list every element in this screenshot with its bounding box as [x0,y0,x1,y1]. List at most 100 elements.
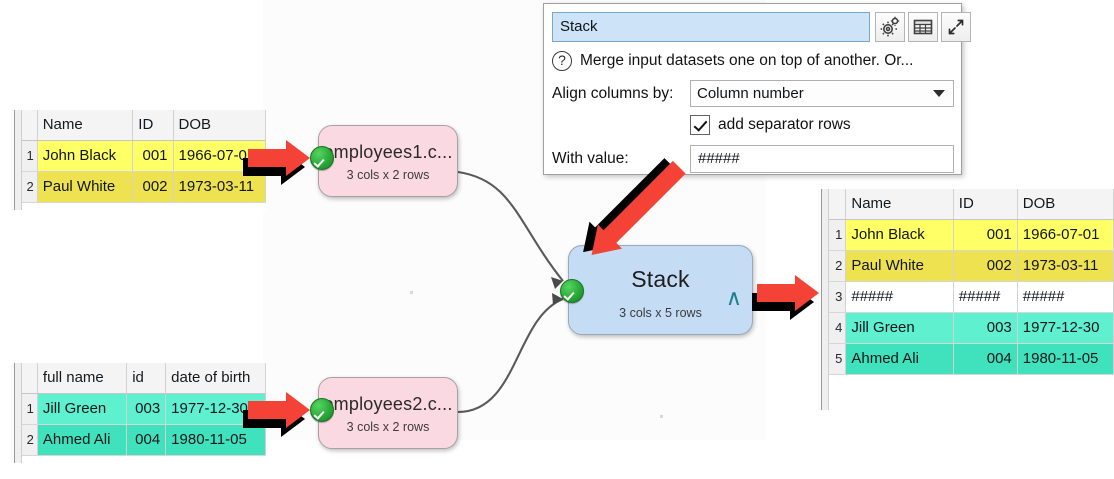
cell-name[interactable]: Paul White [845,250,954,282]
cell-dob[interactable]: 1977-12-30 [1017,312,1114,344]
table-row: 5 Ahmed Ali 004 1980-11-05 [829,343,1114,375]
gear-icon[interactable] [875,12,905,42]
cell-dob[interactable]: 1980-11-05 [1017,343,1114,375]
column-header-id[interactable]: ID [953,189,1018,220]
node-subtitle: 3 cols x 5 rows [619,306,702,320]
status-ok-icon-employees1 [310,146,334,170]
column-header-dob[interactable]: DOB [173,110,267,141]
panel-hint-text: Merge input datasets one on top of anoth… [580,52,914,69]
node-stack[interactable]: Stack 3 cols x 5 rows ∧ [568,245,753,335]
column-header-id[interactable]: id [126,363,167,394]
column-header-full-name[interactable]: full name [37,363,128,394]
table-left-divider [11,110,22,210]
node-employees2[interactable]: employees2.c... 3 cols x 2 rows [318,377,458,449]
table-row: 4 Jill Green 003 1977-12-30 [829,312,1114,344]
cell-name[interactable]: John Black [845,219,954,251]
corner-cell [22,110,38,141]
canvas-grid-dot [410,291,413,294]
cell-id[interactable]: 002 [132,171,174,203]
connector-layer [457,170,564,414]
output-table-stack[interactable]: Name ID DOB 1 John Black 001 1966-07-01 … [818,189,1114,410]
table-row: 3 ##### ##### ##### [829,281,1114,313]
column-header-name[interactable]: Name [845,189,954,220]
table-grid: full name id date of birth 1 Jill Green … [22,363,266,456]
expand-icon[interactable] [941,12,971,42]
cell-id[interactable]: 004 [126,424,167,456]
table-row: 1 Jill Green 003 1977-12-30 [22,393,266,425]
table-grid: Name ID DOB 1 John Black 001 1966-07-01 … [22,110,267,203]
align-columns-value: Column number [697,85,804,102]
node-employees1[interactable]: employees1.c... 3 cols x 2 rows [318,125,458,197]
item-name-input[interactable]: Stack [552,12,870,42]
table-grid: Name ID DOB 1 John Black 001 1966-07-01 … [829,189,1114,375]
node-title: employees1.c... [323,142,453,162]
node-subtitle: 3 cols x 2 rows [346,168,430,182]
table-row: 1 John Black 001 1966-07-01 [22,140,267,172]
row-number: 3 [829,281,847,313]
cell-full-name[interactable]: Jill Green [37,393,128,425]
align-columns-select[interactable]: Column number [690,80,954,107]
cell-id[interactable]: 002 [953,250,1018,282]
stack-settings-panel[interactable]: Stack [543,3,971,175]
cell-id[interactable]: 001 [953,219,1018,251]
cell-name[interactable]: ##### [845,281,954,313]
row-number: 4 [829,312,847,344]
cell-id[interactable]: 004 [953,343,1018,375]
table-row: 2 Paul White 002 1973-03-11 [22,171,267,203]
cell-dob[interactable]: ##### [1017,281,1114,313]
cell-name[interactable]: Ahmed Ali [845,343,954,375]
table-header-row: full name id date of birth [22,363,266,394]
corner-cell [22,363,38,394]
table-icon[interactable] [908,12,938,42]
row-number: 1 [22,140,38,172]
row-number: 2 [829,250,847,282]
node-subtitle: 3 cols x 2 rows [346,420,430,434]
expand-glyph [948,19,964,35]
cell-full-name[interactable]: Ahmed Ali [37,424,128,456]
gear-glyph [880,16,900,37]
row-number: 1 [829,219,847,251]
column-header-dob[interactable]: DOB [1017,189,1114,220]
align-columns-label: Align columns by: [552,85,674,102]
table-row: 2 Paul White 002 1973-03-11 [829,250,1114,282]
input-table-employees1[interactable]: Name ID DOB 1 John Black 001 1966-07-01 … [11,110,267,210]
status-ok-icon-employees2 [310,398,334,422]
cell-name[interactable]: John Black [37,140,134,172]
cell-dob[interactable]: 1966-07-01 [1017,219,1114,251]
grid-glyph [913,19,933,35]
column-header-date-of-birth[interactable]: date of birth [165,363,266,394]
add-separator-rows-label: add separator rows [718,116,851,133]
cell-dob[interactable]: 1973-03-11 [173,171,267,203]
cell-id[interactable]: ##### [953,281,1018,313]
table-header-row: Name ID DOB [22,110,267,141]
cell-name[interactable]: Jill Green [845,312,954,344]
table-row: 2 Ahmed Ali 004 1980-11-05 [22,424,266,456]
cell-dob[interactable]: 1973-03-11 [1017,250,1114,282]
node-title: employees2.c... [323,394,453,414]
chevron-down-icon [933,90,945,97]
table-left-divider [11,363,22,463]
collapse-caret-icon[interactable]: ∧ [725,286,742,311]
cell-date-of-birth[interactable]: 1980-11-05 [165,424,266,456]
row-number: 2 [22,424,38,456]
row-number: 2 [22,171,38,203]
canvas-grid-dot [660,415,663,418]
column-header-name[interactable]: Name [37,110,134,141]
cell-dob[interactable]: 1966-07-01 [173,140,267,172]
cell-id[interactable]: 003 [126,393,167,425]
with-value-input[interactable]: ##### [690,145,954,173]
cell-id[interactable]: 001 [132,140,174,172]
table-row: 1 John Black 001 1966-07-01 [829,219,1114,251]
cell-id[interactable]: 003 [953,312,1018,344]
status-ok-icon-stack [560,279,584,303]
add-separator-rows-checkbox[interactable] [690,115,710,135]
input-table-employees2[interactable]: full name id date of birth 1 Jill Green … [11,363,266,463]
with-value-label: With value: [552,150,629,167]
cell-date-of-birth[interactable]: 1977-12-30 [165,393,266,425]
help-icon[interactable]: ? [552,51,572,71]
column-header-id[interactable]: ID [132,110,174,141]
cell-name[interactable]: Paul White [37,171,134,203]
corner-cell [829,189,847,220]
node-title: Stack [631,266,690,292]
